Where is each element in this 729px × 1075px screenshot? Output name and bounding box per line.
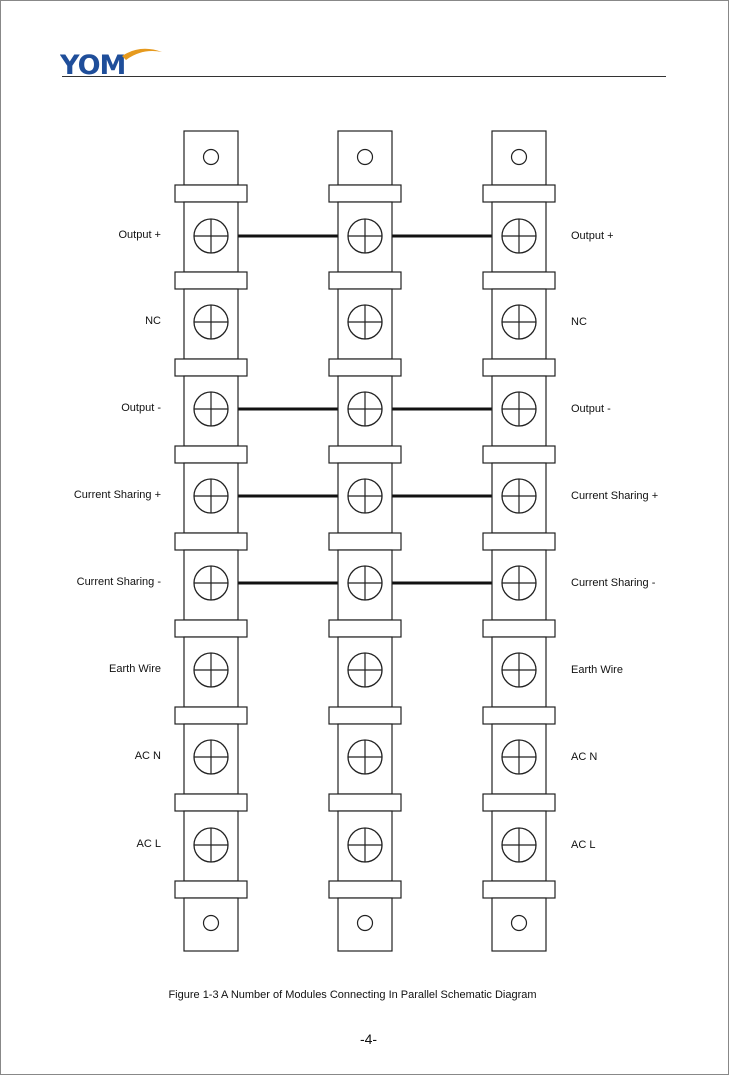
terminal-label-right: Output -: [571, 403, 611, 415]
terminal-label-left: Current Sharing -: [76, 576, 161, 588]
terminal-label-right: Earth Wire: [571, 664, 623, 676]
terminal-label-left: AC L: [136, 838, 161, 850]
mounting-hole-icon: [510, 914, 528, 932]
terminal-separator: [482, 619, 556, 638]
logo-wordmark: YOM: [60, 50, 125, 78]
terminal-separator: [328, 358, 402, 377]
terminal-label-left: NC: [145, 315, 161, 327]
terminal-separator: [174, 619, 248, 638]
terminal-separator: [482, 532, 556, 551]
terminal-separator: [174, 880, 248, 899]
terminal-separator: [482, 358, 556, 377]
terminal-separator: [482, 271, 556, 290]
mounting-hole-icon: [202, 148, 220, 166]
terminal-separator: [328, 619, 402, 638]
terminal-label-right: Output +: [571, 230, 614, 242]
terminal-label-left: Earth Wire: [109, 663, 161, 675]
terminal-separator: [328, 184, 402, 203]
terminal-separator: [328, 793, 402, 812]
mounting-hole-icon: [510, 148, 528, 166]
terminal-label-left: Current Sharing +: [73, 489, 161, 501]
logo-swoosh: [122, 48, 162, 60]
terminal-block: [183, 462, 239, 534]
terminal-separator: [328, 706, 402, 725]
terminal-label-right: NC: [571, 316, 587, 328]
terminal-separator: [174, 271, 248, 290]
terminal-separator: [174, 706, 248, 725]
page-number: -4-: [359, 1031, 378, 1047]
terminal-separator: [328, 271, 402, 290]
terminal-separator: [174, 793, 248, 812]
terminal-label-right: Current Sharing -: [571, 577, 656, 589]
terminal-label-right: Current Sharing +: [571, 490, 659, 502]
terminal-label-left: Output +: [118, 229, 161, 241]
terminal-label-right: AC N: [571, 751, 598, 763]
company-logo: YOM: [59, 44, 170, 81]
mounting-hole-icon: [356, 914, 374, 932]
terminal-separator: [328, 445, 402, 464]
mounting-hole-icon: [356, 148, 374, 166]
terminal-block: [491, 549, 547, 621]
terminal-separator: [482, 793, 556, 812]
terminal-label-right: AC L: [571, 839, 596, 851]
mounting-hole-icon: [202, 914, 220, 932]
terminal-separator: [174, 445, 248, 464]
figure-caption: Figure 1-3 A Number of Modules Connectin…: [168, 989, 537, 1001]
terminal-separator: [174, 532, 248, 551]
header-rule: [62, 76, 666, 77]
terminal-separator: [482, 880, 556, 899]
terminal-label-left: Output -: [121, 402, 161, 414]
terminal-separator: [328, 880, 402, 899]
terminal-separator: [482, 706, 556, 725]
terminal-separator: [482, 445, 556, 464]
terminal-label-left: AC N: [134, 750, 161, 762]
terminal-separator: [482, 184, 556, 203]
terminal-separator: [328, 532, 402, 551]
terminal-separator: [174, 184, 248, 203]
terminal-separator: [174, 358, 248, 377]
